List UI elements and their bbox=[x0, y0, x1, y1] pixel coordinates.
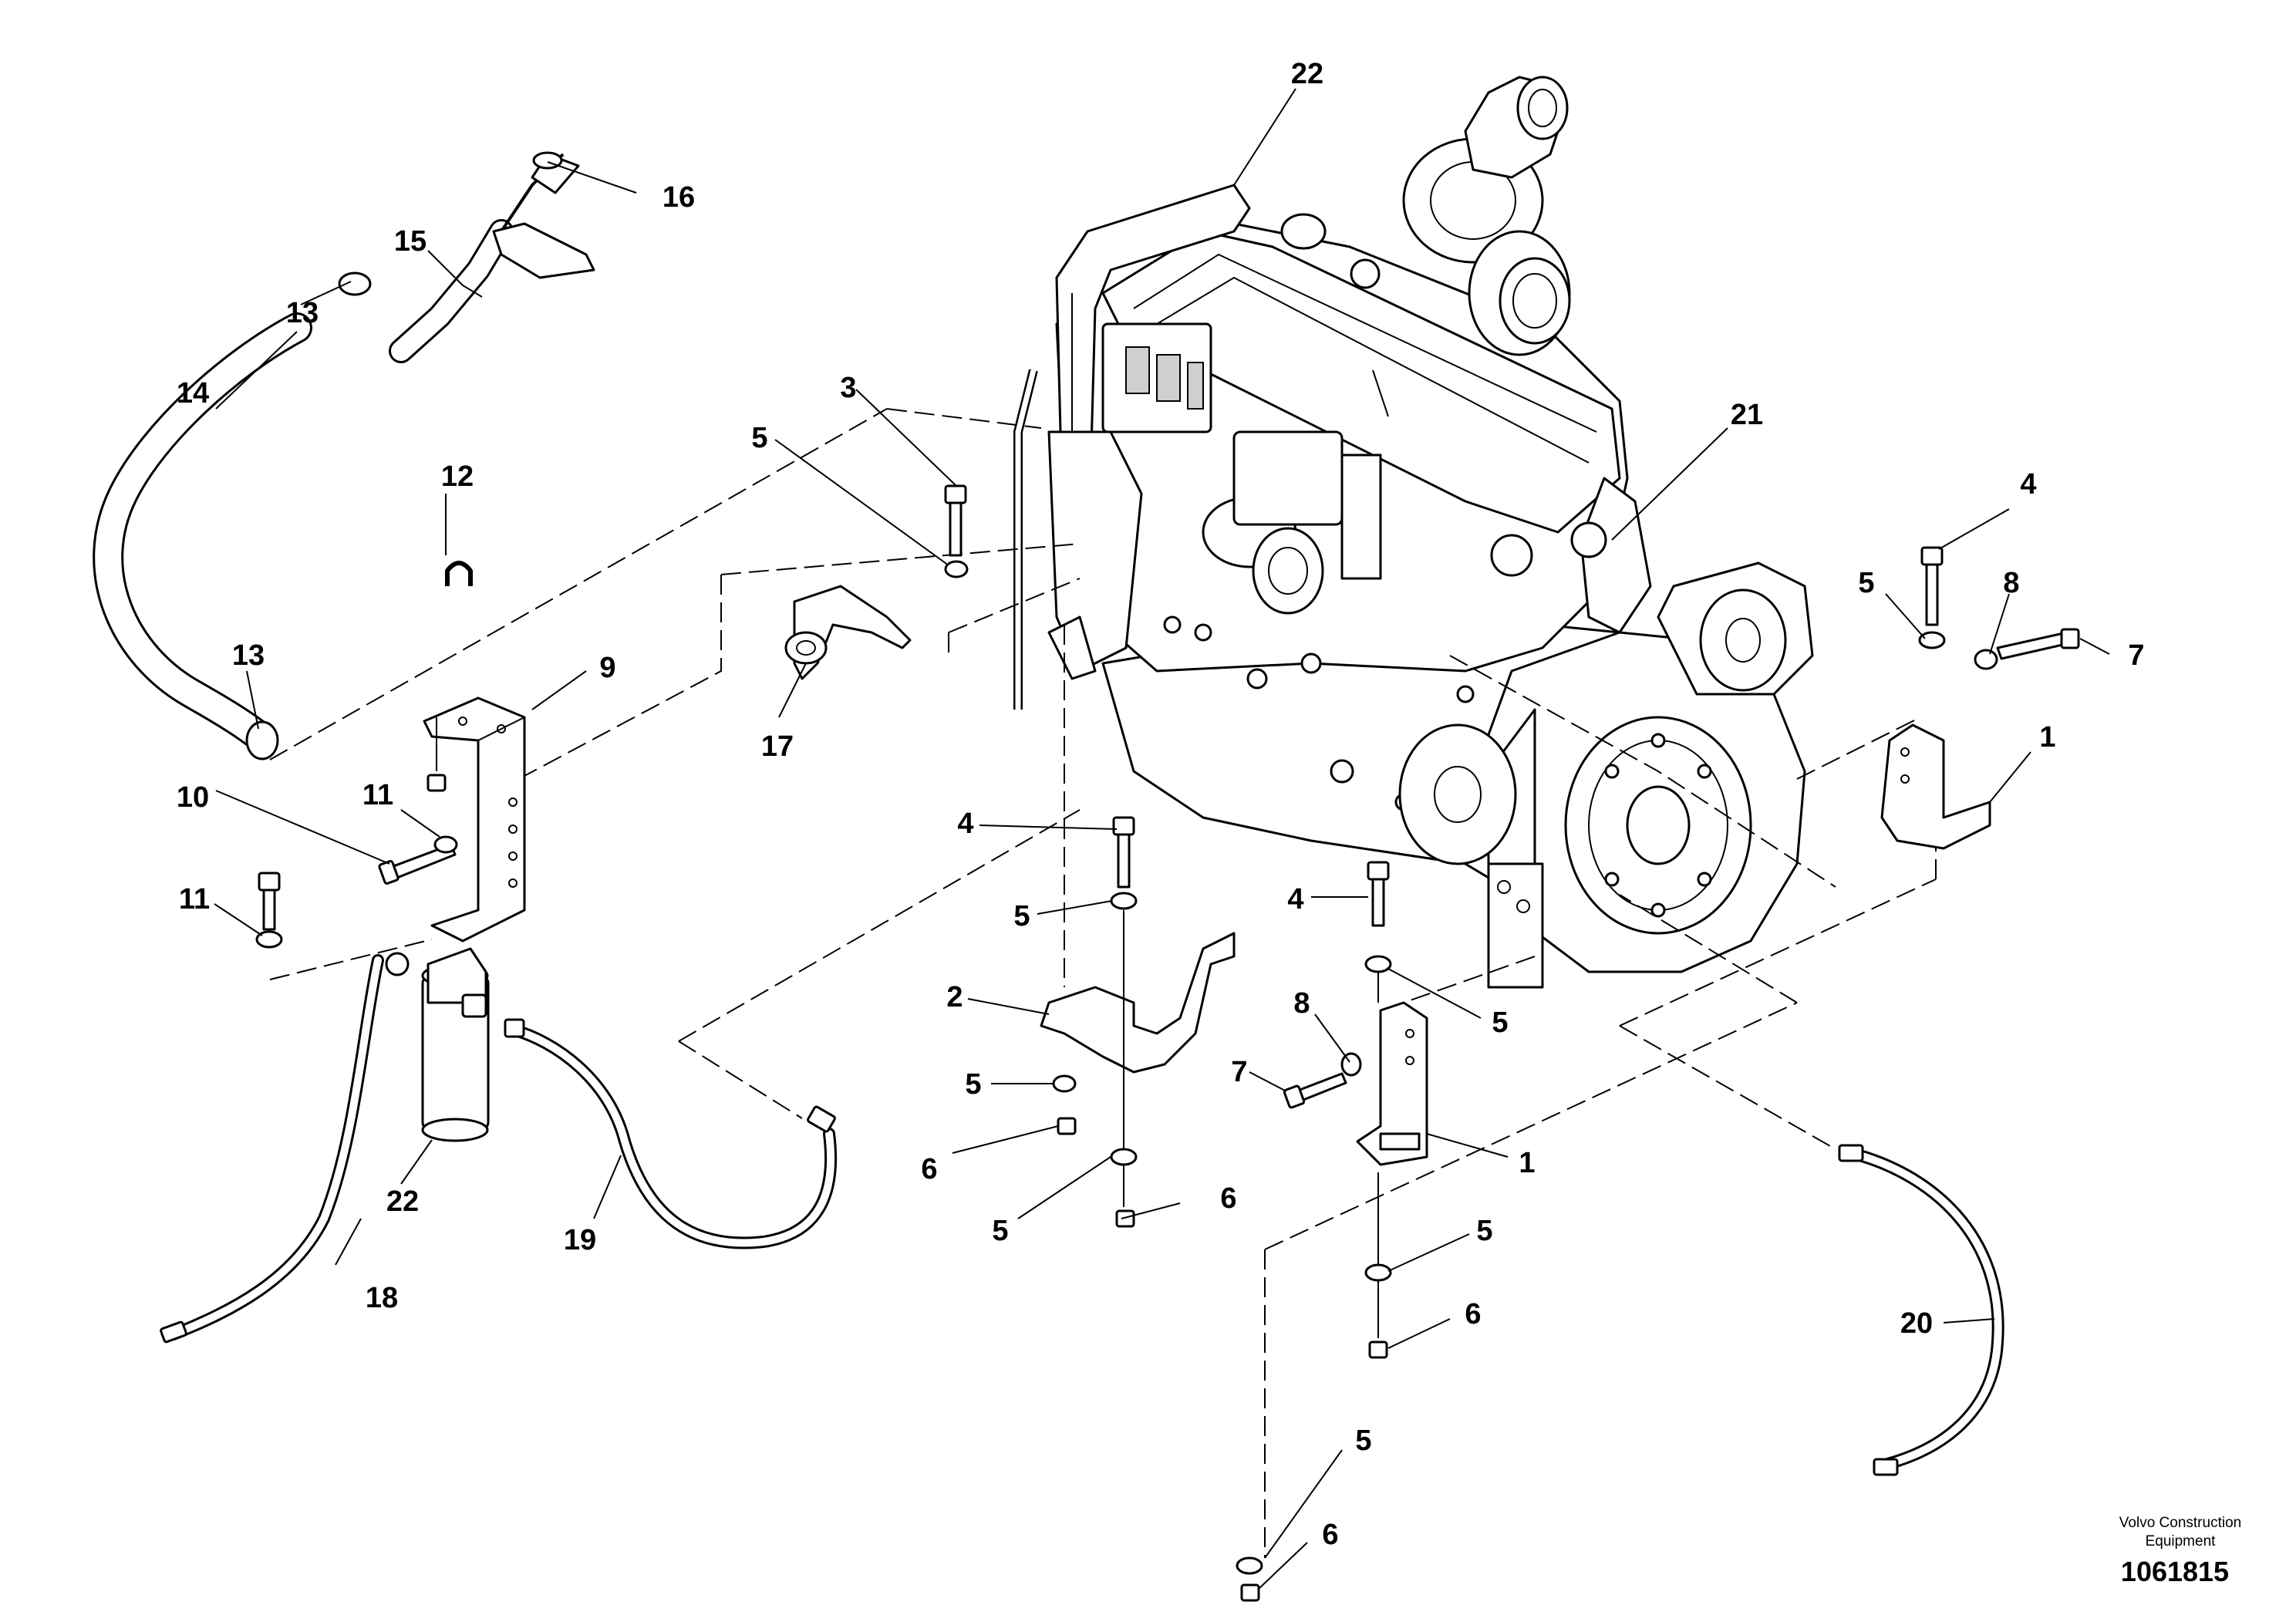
callout-7-b: 7 bbox=[2128, 639, 2144, 672]
callout-5-e: 5 bbox=[1492, 1007, 1508, 1039]
engine-mount-center bbox=[1236, 861, 1428, 1602]
callout-8-a: 8 bbox=[1293, 987, 1310, 1020]
callout-18: 18 bbox=[366, 1282, 398, 1314]
callout-12: 12 bbox=[441, 460, 474, 493]
callout-15: 15 bbox=[394, 225, 426, 258]
u-bolt-12 bbox=[426, 561, 473, 792]
callout-6-b: 6 bbox=[1220, 1182, 1236, 1215]
callout-22-top: 22 bbox=[1291, 58, 1323, 90]
callout-1-b: 1 bbox=[2039, 721, 2055, 754]
callout-4-c: 4 bbox=[2020, 468, 2036, 501]
callout-5-h: 5 bbox=[1858, 567, 1874, 599]
brand-line-1: Volvo Construction bbox=[2119, 1515, 2241, 1531]
callout-21: 21 bbox=[1731, 399, 1763, 431]
hose-20 bbox=[1838, 1144, 2004, 1476]
callout-6-c: 6 bbox=[1465, 1298, 1481, 1330]
bolt-10-washer-11 bbox=[255, 835, 458, 949]
footer-branding: Volvo Construction Equipment 1061815 bbox=[2119, 1515, 2241, 1587]
hose-assembly-upper bbox=[93, 151, 595, 760]
callout-13-top: 13 bbox=[286, 297, 319, 329]
callout-9: 9 bbox=[599, 652, 615, 684]
callout-5-c: 5 bbox=[965, 1068, 981, 1101]
callout-16: 16 bbox=[663, 181, 695, 214]
callout-2: 2 bbox=[946, 981, 963, 1013]
leader-lines bbox=[214, 88, 2110, 1590]
filter-22 bbox=[385, 947, 490, 1142]
callout-14: 14 bbox=[177, 377, 209, 410]
callout-8-b: 8 bbox=[2003, 567, 2019, 599]
engine-mount-right bbox=[1880, 546, 2080, 850]
callout-19: 19 bbox=[564, 1224, 596, 1256]
callout-7-a: 7 bbox=[1231, 1056, 1247, 1088]
callout-20: 20 bbox=[1900, 1307, 1933, 1340]
callout-5-g: 5 bbox=[1355, 1425, 1371, 1457]
clamp-13-lower bbox=[245, 720, 279, 760]
callout-11-a: 11 bbox=[362, 779, 393, 811]
callout-5-f: 5 bbox=[1476, 1215, 1492, 1247]
callout-4-b: 4 bbox=[1287, 883, 1303, 916]
callout-13-bottom: 13 bbox=[232, 639, 265, 672]
callout-11-b: 11 bbox=[179, 883, 210, 916]
engine-mount-left bbox=[1040, 816, 1236, 1228]
callout-10: 10 bbox=[177, 781, 209, 814]
clamp-13-upper bbox=[338, 271, 372, 296]
brand-line-2: Equipment bbox=[2146, 1533, 2217, 1549]
callout-5-d: 5 bbox=[992, 1215, 1008, 1247]
callout-3: 3 bbox=[840, 372, 856, 404]
callout-1-a: 1 bbox=[1519, 1147, 1535, 1179]
callout-22-bottom: 22 bbox=[386, 1185, 419, 1218]
callout-17: 17 bbox=[761, 730, 794, 763]
document-number: 1061815 bbox=[2121, 1556, 2229, 1587]
callout-labels: 22 16 15 13 14 12 13 9 10 11 11 3 5 17 2… bbox=[177, 58, 2145, 1551]
callout-5-a: 5 bbox=[751, 422, 767, 454]
bolt-3-bracket-17 bbox=[784, 484, 969, 680]
callout-6-d: 6 bbox=[1322, 1519, 1338, 1551]
bracket-9 bbox=[423, 696, 526, 943]
callout-5-b: 5 bbox=[1013, 900, 1030, 932]
callout-6-a: 6 bbox=[921, 1153, 937, 1185]
engine-assembly bbox=[1013, 76, 1814, 989]
callout-4-a: 4 bbox=[957, 808, 973, 840]
hoses-18-19 bbox=[160, 954, 838, 1344]
